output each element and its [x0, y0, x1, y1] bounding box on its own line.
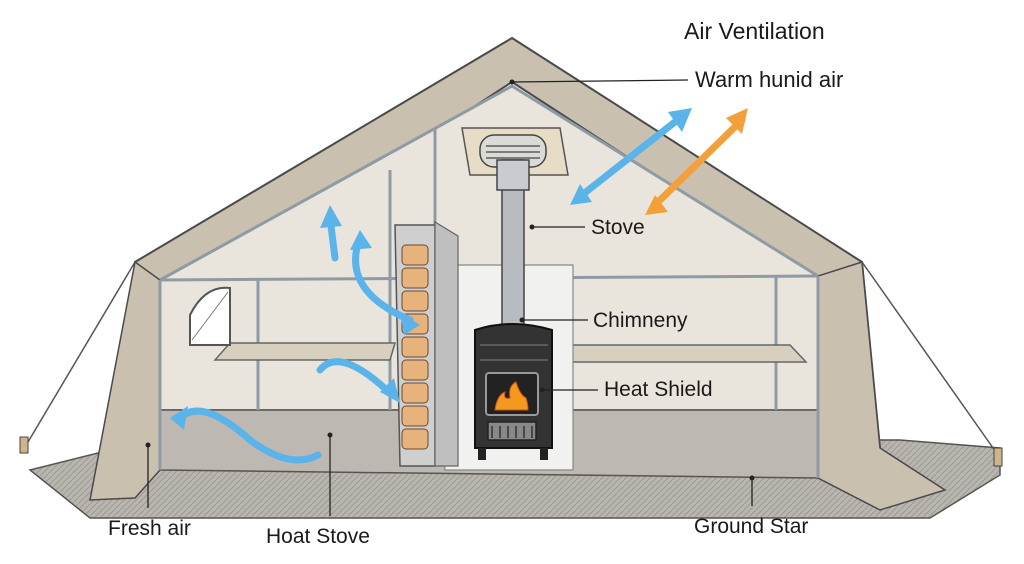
- label-hoat-stove: Hoat Stove: [266, 525, 370, 548]
- diagram-title: Air Ventilation: [684, 18, 825, 44]
- label-fresh-air: Fresh air: [108, 517, 191, 540]
- guy-ropes: [27, 261, 999, 456]
- warm-air-arrowheads: [645, 108, 748, 215]
- warm-air-arrow: [651, 116, 746, 209]
- right-shelf: [559, 344, 808, 363]
- left-shelf: [213, 342, 397, 361]
- label-ground-star: Ground Star: [694, 515, 809, 538]
- cool-air-arrowheads: [170, 108, 692, 430]
- roof-vent: [461, 127, 569, 176]
- left-wall: [89, 260, 161, 501]
- label-stove: Stove: [591, 216, 645, 239]
- label-heat-shield: Heat Shield: [604, 378, 713, 401]
- left-stake: [19, 436, 29, 454]
- right-stake: [993, 447, 1003, 467]
- label-warm-humid-air: Warm hunid air: [695, 67, 844, 92]
- leader-lines: [147, 79, 753, 516]
- label-chimney: Chimneny: [593, 309, 688, 332]
- firewood-stack: [401, 244, 429, 450]
- fire-flame: [494, 381, 529, 411]
